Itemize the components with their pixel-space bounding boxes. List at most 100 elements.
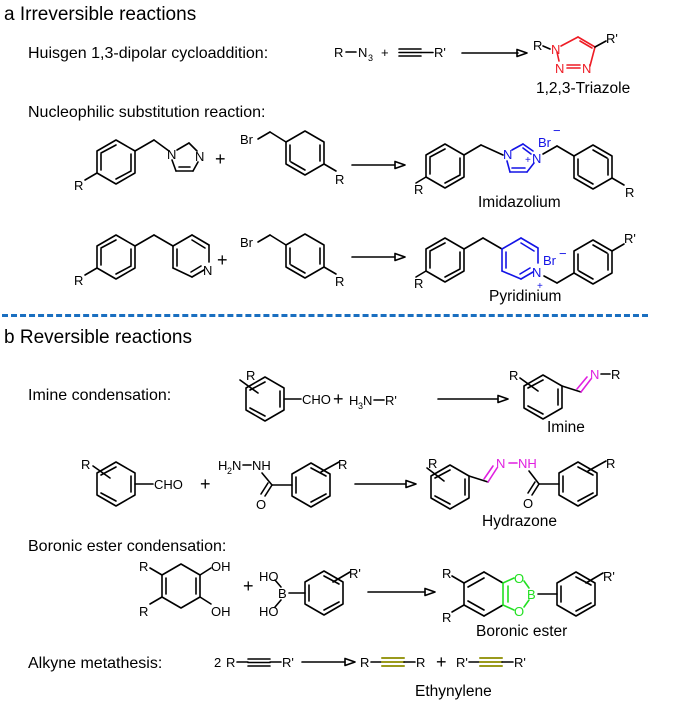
- benzaldehyde-1: R CHO: [239, 368, 331, 422]
- svg-text:R: R: [442, 566, 451, 581]
- svg-text:OH: OH: [211, 559, 231, 574]
- benzyl-pyridine: R N: [74, 234, 212, 288]
- svg-text:2: 2: [227, 466, 232, 476]
- benzyl-imidazole: R N N: [74, 139, 204, 193]
- svg-text:O: O: [256, 497, 266, 512]
- svg-text:R: R: [226, 655, 235, 670]
- svg-text:R: R: [442, 610, 451, 625]
- svg-text:R: R: [338, 457, 347, 472]
- huisgen-arrow: [461, 48, 528, 58]
- svg-text:R: R: [416, 655, 425, 670]
- pyridinium-caption: Pyridinium: [489, 288, 562, 305]
- svg-text:B: B: [527, 587, 536, 602]
- svg-text:+: +: [243, 576, 254, 596]
- svg-text:N: N: [582, 61, 591, 76]
- imine-product: R N R: [509, 367, 620, 420]
- boronic-ester-product: O B O R R R': [442, 566, 615, 625]
- svg-text:R: R: [335, 172, 344, 187]
- svg-text:R: R: [246, 368, 255, 383]
- svg-text:R: R: [81, 457, 90, 472]
- svg-text:N: N: [503, 147, 512, 162]
- hydrazone-product: R N NH O R: [426, 456, 615, 511]
- ethynylene-product-1: R R: [360, 655, 425, 670]
- pyridinium-arrow: [351, 252, 406, 262]
- svg-text:R': R': [624, 231, 636, 246]
- svg-text:R': R': [349, 566, 361, 581]
- svg-text:Br: Br: [240, 235, 254, 250]
- imidazolium-caption: Imidazolium: [478, 194, 561, 211]
- boronic-arrow: [367, 587, 436, 597]
- imine-caption: Imine: [547, 419, 585, 436]
- svg-text:R: R: [428, 456, 437, 471]
- svg-text:R: R: [611, 367, 620, 382]
- svg-text:3: 3: [358, 401, 363, 411]
- svg-text:+: +: [333, 389, 344, 409]
- imidazolium-arrow: [351, 160, 406, 170]
- svg-text:R: R: [414, 276, 423, 291]
- svg-text:R': R': [514, 655, 526, 670]
- section-divider: [2, 314, 648, 317]
- svg-text:Br: Br: [240, 132, 254, 147]
- svg-text:R': R': [282, 655, 294, 670]
- section-b-title: b Reversible reactions: [4, 327, 192, 348]
- svg-text:+: +: [215, 149, 226, 169]
- svg-text:R: R: [414, 182, 423, 197]
- svg-text:N: N: [496, 456, 505, 471]
- svg-text:N: N: [551, 42, 560, 57]
- svg-text:R: R: [335, 274, 344, 289]
- svg-text:N: N: [232, 458, 241, 473]
- imidazolium-product: R N N + Br − R: [414, 123, 634, 200]
- svg-text:R': R': [385, 393, 397, 408]
- svg-text:R: R: [139, 604, 148, 619]
- ethynylene-product-2: R' R': [456, 655, 526, 670]
- svg-text:OH: OH: [211, 604, 231, 619]
- ethynylene-caption: Ethynylene: [415, 683, 492, 700]
- imine-arrow: [437, 394, 509, 404]
- section-a-title: a Irreversible reactions: [4, 4, 197, 25]
- svg-text:+: +: [436, 652, 447, 672]
- huisgen-label: Huisgen 1,3-dipolar cycloaddition:: [28, 45, 269, 62]
- amine-reactant: H 3 N R': [349, 393, 397, 411]
- svg-text:R': R': [606, 31, 618, 46]
- svg-text:N: N: [590, 367, 599, 382]
- svg-text:R': R': [603, 569, 615, 584]
- pyridinium-product: R N + Br − R': [414, 231, 636, 292]
- benzyl-bromide-2: Br R: [240, 233, 344, 289]
- svg-text:N: N: [358, 45, 367, 60]
- svg-text:2: 2: [214, 655, 221, 670]
- svg-text:+: +: [537, 281, 543, 292]
- svg-text:+: +: [525, 155, 531, 166]
- svg-text:N: N: [195, 149, 204, 164]
- svg-text:+: +: [217, 250, 228, 270]
- svg-text:B: B: [278, 586, 287, 601]
- huisgen-reactants: R N 3 + R': [334, 45, 446, 63]
- svg-text:R': R': [456, 655, 468, 670]
- svg-text:R: R: [625, 185, 634, 200]
- svg-text:R: R: [533, 38, 542, 53]
- svg-text:3: 3: [368, 53, 373, 63]
- hydrazone-arrow: [354, 479, 417, 489]
- svg-text:+: +: [200, 474, 211, 494]
- svg-text:N: N: [532, 151, 541, 166]
- svg-text:Br: Br: [543, 253, 557, 268]
- boronic-acid-reactant: HO B HO R': [259, 566, 361, 619]
- svg-text:O: O: [523, 496, 533, 511]
- svg-text:N: N: [532, 265, 541, 280]
- benzaldehyde-2: R CHO: [81, 457, 183, 507]
- alkyne-label: Alkyne metathesis:: [28, 655, 163, 672]
- svg-text:+: +: [381, 45, 389, 60]
- svg-text:O: O: [514, 571, 524, 586]
- svg-text:CHO: CHO: [154, 477, 183, 492]
- svg-text:N: N: [203, 263, 212, 278]
- svg-text:R: R: [74, 178, 83, 193]
- svg-text:NH: NH: [252, 458, 271, 473]
- catechol-reactant: R R OH OH: [139, 559, 231, 619]
- nucleophilic-label: Nucleophilic substitution reaction:: [28, 104, 266, 121]
- svg-text:NH: NH: [518, 456, 537, 471]
- svg-text:N: N: [363, 393, 372, 408]
- svg-text:R': R': [434, 45, 446, 60]
- svg-text:N: N: [167, 147, 176, 162]
- benzyl-bromide-1: Br R: [240, 130, 344, 187]
- svg-text:N: N: [555, 61, 564, 76]
